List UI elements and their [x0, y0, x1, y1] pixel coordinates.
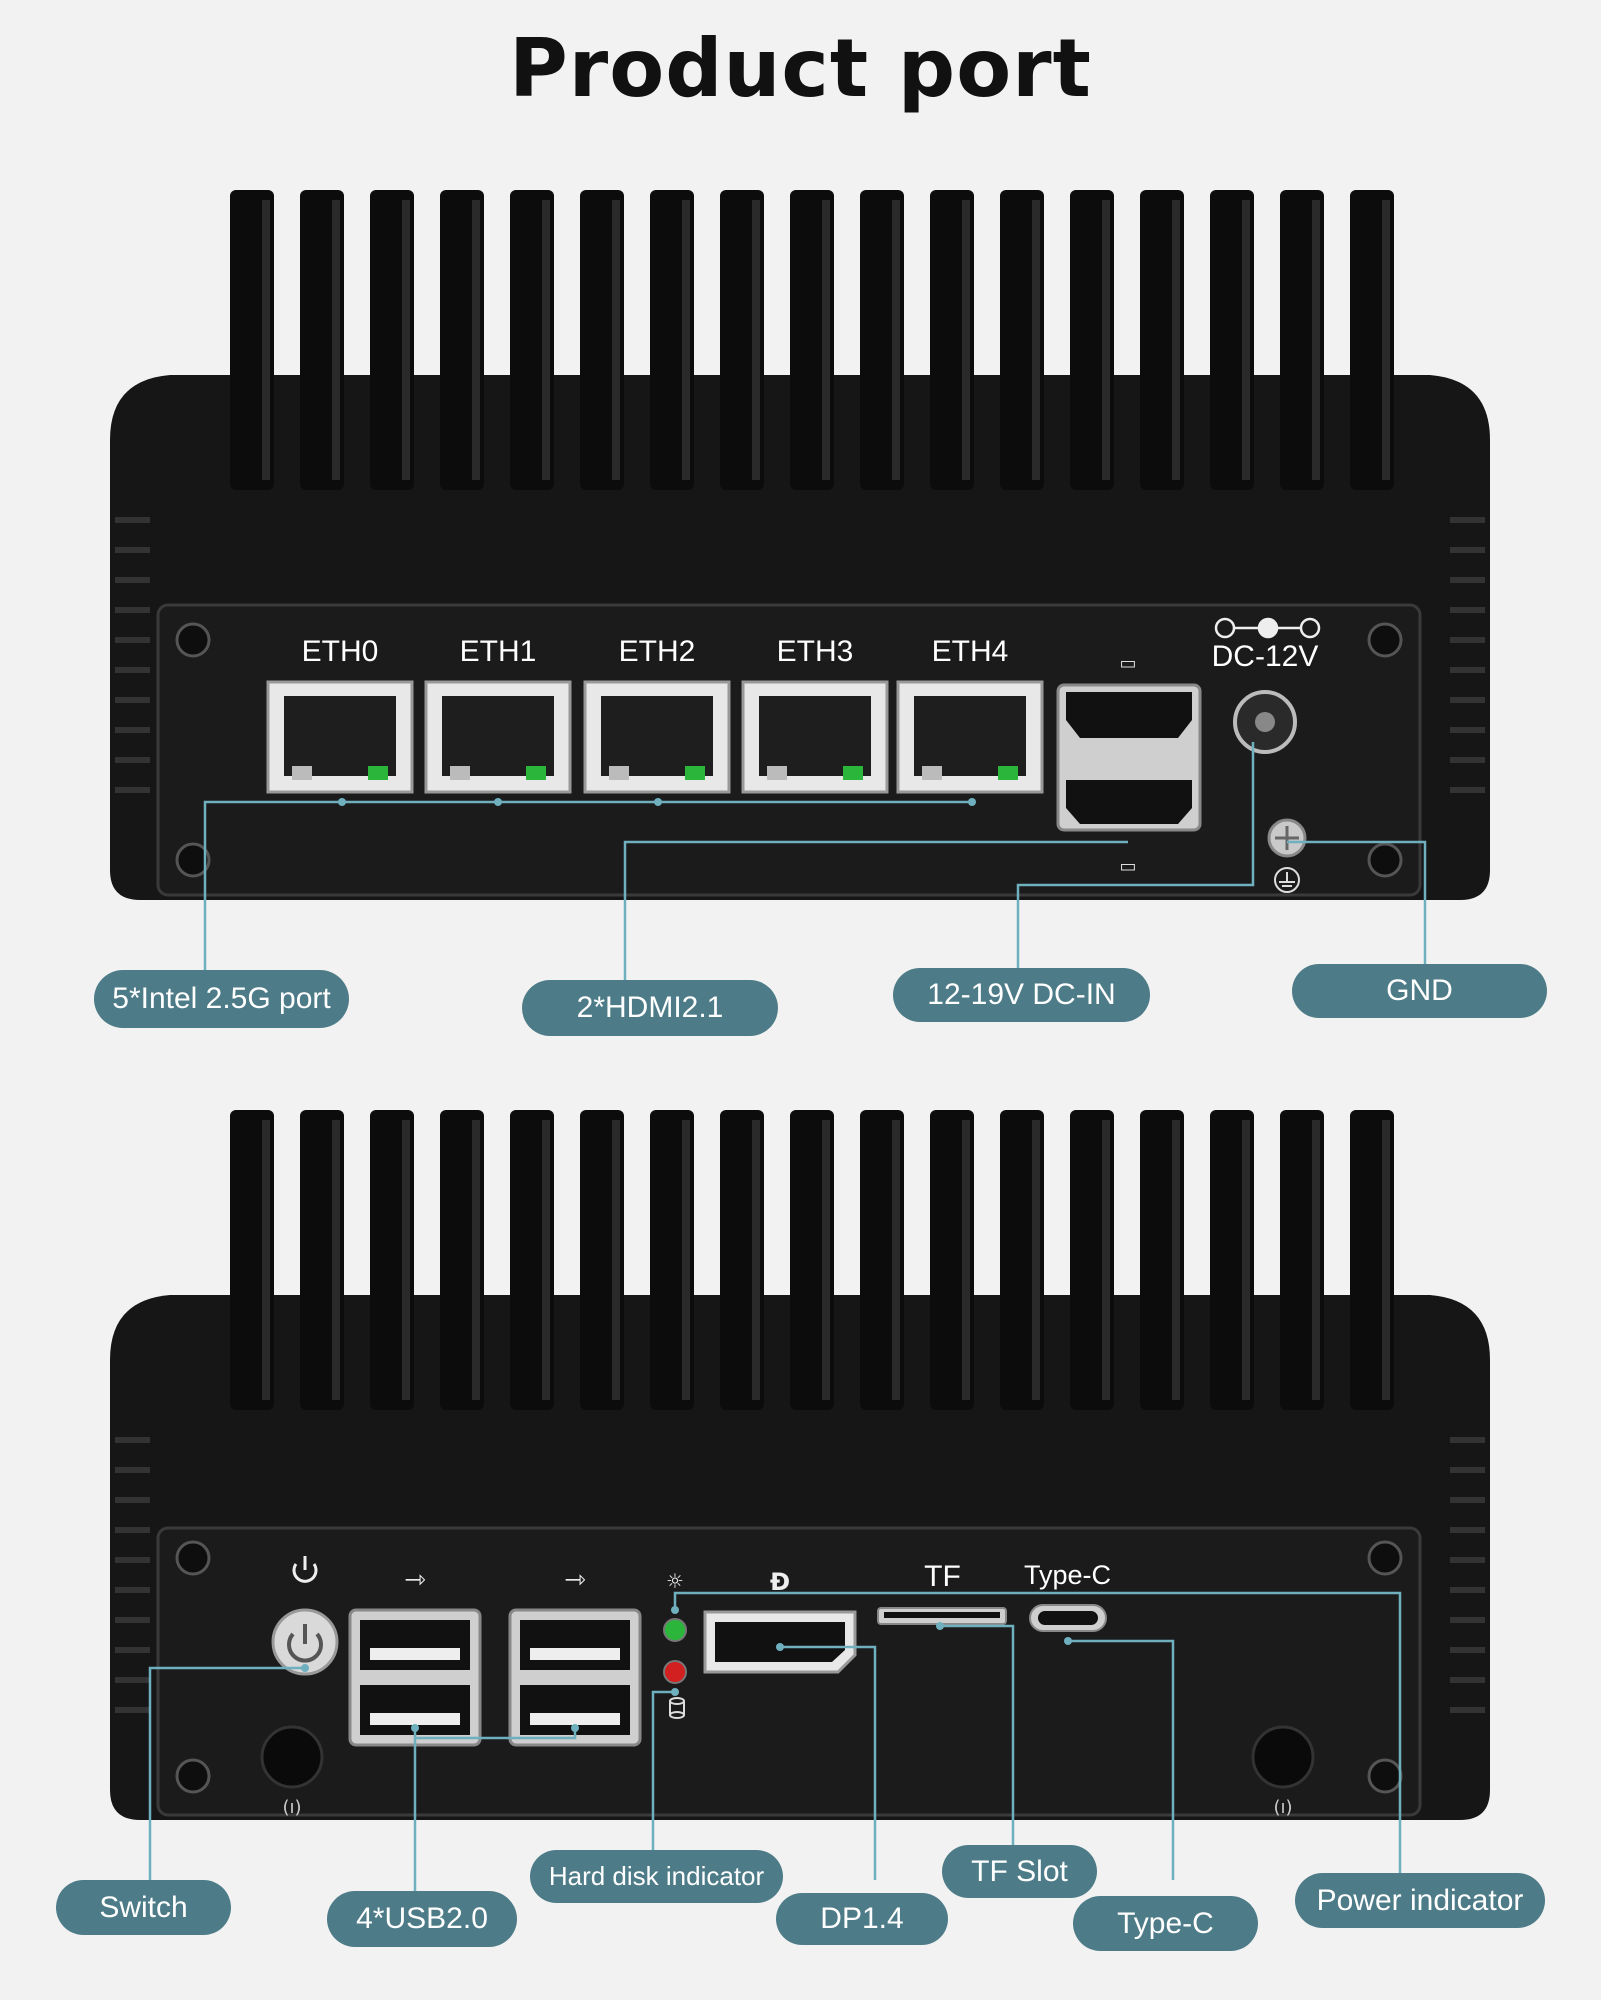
callout-hdmi: 2*HDMI2.1: [522, 980, 778, 1036]
callout-eth-ports: 5*Intel 2.5G port: [94, 970, 349, 1028]
tf-label: TF: [924, 1560, 961, 1593]
callout-tf-slot: TF Slot: [942, 1845, 1097, 1898]
callout-switch: Switch: [56, 1880, 231, 1935]
callout-typec: Type-C: [1073, 1896, 1258, 1951]
eth4-label: ETH4: [931, 635, 1009, 668]
callout-usb: 4*USB2.0: [327, 1891, 517, 1947]
antenna-icon: (ı): [282, 1797, 301, 1818]
eth1-label: ETH1: [459, 635, 537, 668]
typec-label: Type-C: [1023, 1560, 1112, 1590]
callout-dc-in: 12-19V DC-IN: [893, 968, 1150, 1022]
antenna-icon: (ı): [1273, 1797, 1292, 1818]
power-icon: [292, 1556, 318, 1583]
displayport-icon: Ð: [770, 1568, 790, 1596]
device-front-panel: (ı) (ı) ⇾ ⇾ ☼ Ð: [0, 1100, 1601, 1830]
dc-polarity-icon: [1214, 617, 1321, 639]
hdmi-icon: ▭: [1119, 856, 1136, 877]
eth0-label: ETH0: [301, 635, 379, 668]
dc-label: DC-12V: [1211, 640, 1319, 673]
callout-gnd: GND: [1292, 964, 1547, 1018]
device-back-panel: ▭ ▭ ETH0 ETH1 ETH2 ETH3 ETH4 DC-12V: [0, 180, 1601, 910]
hdmi-icon: ▭: [1119, 653, 1136, 674]
callout-power-indicator: Power indicator: [1295, 1873, 1545, 1928]
page-title: Product port: [509, 22, 1092, 115]
usb-icon: ⇾: [404, 1565, 426, 1595]
power-button-graphic: [271, 1608, 339, 1676]
eth2-label: ETH2: [618, 635, 696, 668]
usb-icon: ⇾: [564, 1565, 586, 1595]
chassis-front-illustration: (ı) (ı) ⇾ ⇾ ☼ Ð: [110, 1110, 1490, 1820]
led-icon: ☼: [666, 1569, 684, 1593]
callout-dp: DP1.4: [776, 1893, 948, 1945]
eth3-label: ETH3: [776, 635, 854, 668]
chassis-back-illustration: ▭ ▭: [110, 190, 1490, 900]
callout-hard-disk-indicator: Hard disk indicator: [530, 1850, 783, 1903]
